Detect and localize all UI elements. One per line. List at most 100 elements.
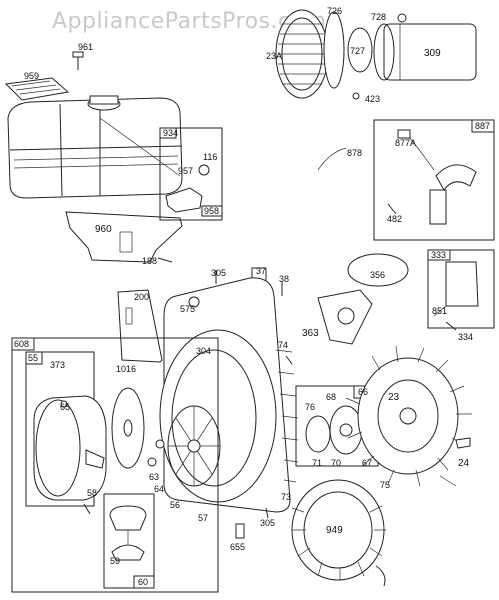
label-71: 71	[312, 458, 322, 468]
housing-grommet-575	[188, 296, 200, 308]
label-363: 363	[302, 328, 319, 339]
label-373: 373	[50, 360, 65, 370]
screw-334-shape	[445, 321, 457, 331]
label-728: 728	[371, 12, 386, 22]
shutoff-valve-shape	[165, 187, 203, 213]
key-24-shape	[455, 437, 471, 449]
leader-75	[439, 475, 457, 487]
fuel-tank-group	[4, 51, 223, 263]
screw-74-shape	[285, 355, 293, 365]
tank-gasket-hatch	[11, 80, 61, 95]
starter-cover-face	[35, 399, 81, 497]
rewind-starter-group	[11, 337, 269, 593]
label-73: 73	[281, 492, 291, 502]
starter-motor-endcap	[373, 23, 395, 81]
label-76: 76	[305, 402, 315, 412]
label-333: 333	[431, 250, 446, 260]
label-200: 200	[134, 292, 149, 302]
flywheel-group	[291, 345, 472, 587]
label-59: 59	[110, 556, 120, 566]
screw-188-shaft	[157, 257, 173, 263]
label-58: 58	[87, 488, 97, 498]
ring-gear-fins	[278, 23, 326, 85]
washer-63-shape	[155, 439, 165, 449]
housing-fin-lines	[275, 349, 299, 483]
label-56: 56	[170, 500, 180, 510]
armature-group	[317, 119, 495, 241]
label-75: 75	[380, 480, 390, 490]
tank-cap-top	[89, 95, 119, 105]
starter-motor-group	[275, 9, 477, 100]
armature-core-leg	[429, 189, 447, 225]
valve-kit-box-tab	[159, 127, 177, 139]
label-960: 960	[95, 224, 112, 235]
rotating-screen-949-fins	[291, 505, 386, 580]
ignition-box-tab	[427, 249, 451, 261]
tank-panel-lines	[59, 102, 101, 197]
label-482: 482	[387, 214, 402, 224]
part-labels: 961 959 726 728 23A 727 309 423 934 116 …	[14, 6, 490, 587]
ignition-coil-shape	[445, 261, 479, 307]
wire-878-shape	[317, 147, 347, 171]
armature-box	[373, 119, 495, 241]
clutch-part-71	[305, 415, 331, 453]
starter-motor-body	[383, 23, 477, 81]
starter-terminal-shape	[397, 13, 407, 23]
label-64: 64	[154, 484, 164, 494]
label-37: 37	[256, 266, 266, 276]
ignition-lead	[433, 305, 447, 317]
label-961: 961	[78, 42, 93, 52]
label-74: 74	[278, 340, 288, 350]
wire-loop-356	[347, 253, 409, 287]
valve-kit-box	[159, 127, 223, 221]
label-305-top: 305	[211, 268, 226, 278]
label-655: 655	[230, 542, 245, 552]
label-727: 727	[350, 46, 365, 56]
label-334: 334	[458, 332, 473, 342]
blower-screen-inner	[171, 349, 257, 487]
handle-part-59-shape	[111, 544, 145, 561]
screw-961-head	[72, 51, 84, 58]
armature-box-tab	[471, 119, 495, 133]
label-304: 304	[196, 346, 211, 356]
label-63: 63	[149, 472, 159, 482]
armature-core-top	[435, 164, 477, 191]
starter-gear-shape	[347, 27, 373, 73]
label-116: 116	[203, 152, 217, 162]
washer-64-shape	[147, 457, 157, 467]
baffle-slot	[125, 307, 133, 325]
label-851: 851	[432, 306, 447, 316]
label-68: 68	[326, 392, 336, 402]
label-878: 878	[347, 148, 362, 158]
label-575: 575	[180, 304, 195, 314]
label-959: 959	[24, 71, 39, 81]
label-23a: 23A	[266, 51, 282, 61]
rewind-starter-box-tab	[11, 337, 35, 351]
adapter-363-shape	[317, 289, 373, 345]
label-1016: 1016	[116, 364, 136, 374]
handle-box	[103, 493, 155, 589]
label-55: 55	[28, 353, 38, 363]
flywheel-hub	[399, 407, 417, 425]
label-70: 70	[331, 458, 341, 468]
leader-957	[99, 117, 181, 177]
tank-seam-line	[9, 145, 183, 151]
screw-305-bottom	[265, 507, 269, 519]
bolt-423-shape	[352, 92, 360, 100]
label-887: 887	[475, 121, 490, 131]
ignition-box	[427, 249, 495, 329]
label-726: 726	[327, 6, 342, 16]
label-305-bottom: 305	[260, 518, 275, 528]
pin-58-shape	[83, 503, 91, 515]
label-957: 957	[178, 166, 193, 176]
label-949: 949	[326, 525, 343, 536]
valve-kit-sub-box	[201, 205, 223, 217]
handle-part-shape	[109, 505, 147, 531]
starter-cover-shape	[33, 395, 107, 501]
label-67: 67	[362, 458, 372, 468]
rewind-starter-box	[11, 337, 219, 593]
clutch-hub	[339, 423, 353, 437]
flywheel-inner	[377, 379, 439, 453]
label-23: 23	[388, 392, 400, 403]
